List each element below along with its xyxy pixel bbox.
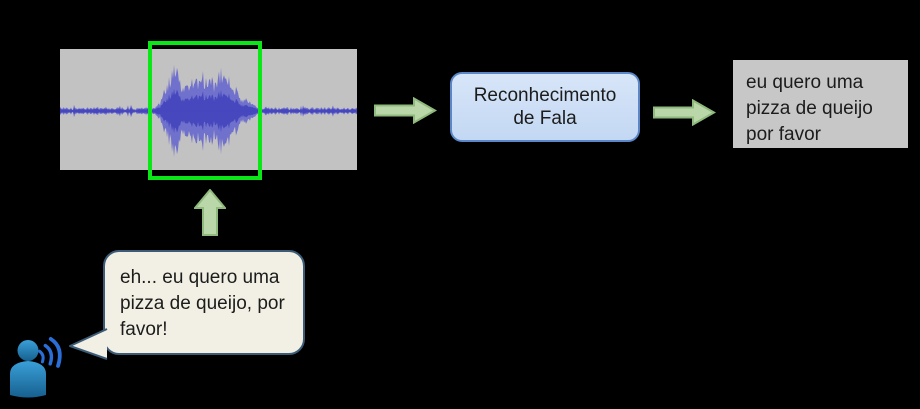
bubble-text-line: eh... eu quero uma (120, 267, 280, 288)
speech-segment-highlight-box (148, 41, 262, 180)
person-body (10, 361, 46, 398)
block-arrow-right-icon (374, 97, 437, 124)
bubble-text-line: pizza de queijo, por (120, 293, 285, 314)
audio-waveform-panel (60, 49, 357, 170)
bubble-text-line: favor! (120, 319, 168, 340)
speaking-person-icon (10, 337, 62, 398)
speech-bubble: eh... eu quero uma pizza de queijo, por … (103, 250, 305, 355)
recognizer-label-line: de Fala (513, 108, 577, 129)
person-head (17, 340, 39, 361)
block-arrow-right-icon (653, 99, 716, 126)
transcript-line: pizza de queijo (746, 98, 873, 119)
transcript-output-box: eu quero uma pizza de queijo por favor (733, 60, 908, 148)
waveform-icon (60, 65, 357, 157)
speech-recognition-box: Reconhecimento de Fala (450, 72, 640, 142)
block-arrow-up-icon (194, 189, 226, 236)
sound-waves-icon (38, 337, 62, 368)
speech-bubble-tail (69, 328, 108, 360)
transcript-line: por favor (746, 124, 821, 145)
transcript-line: eu quero uma (746, 72, 864, 93)
recognizer-label-line: Reconhecimento (473, 85, 617, 106)
